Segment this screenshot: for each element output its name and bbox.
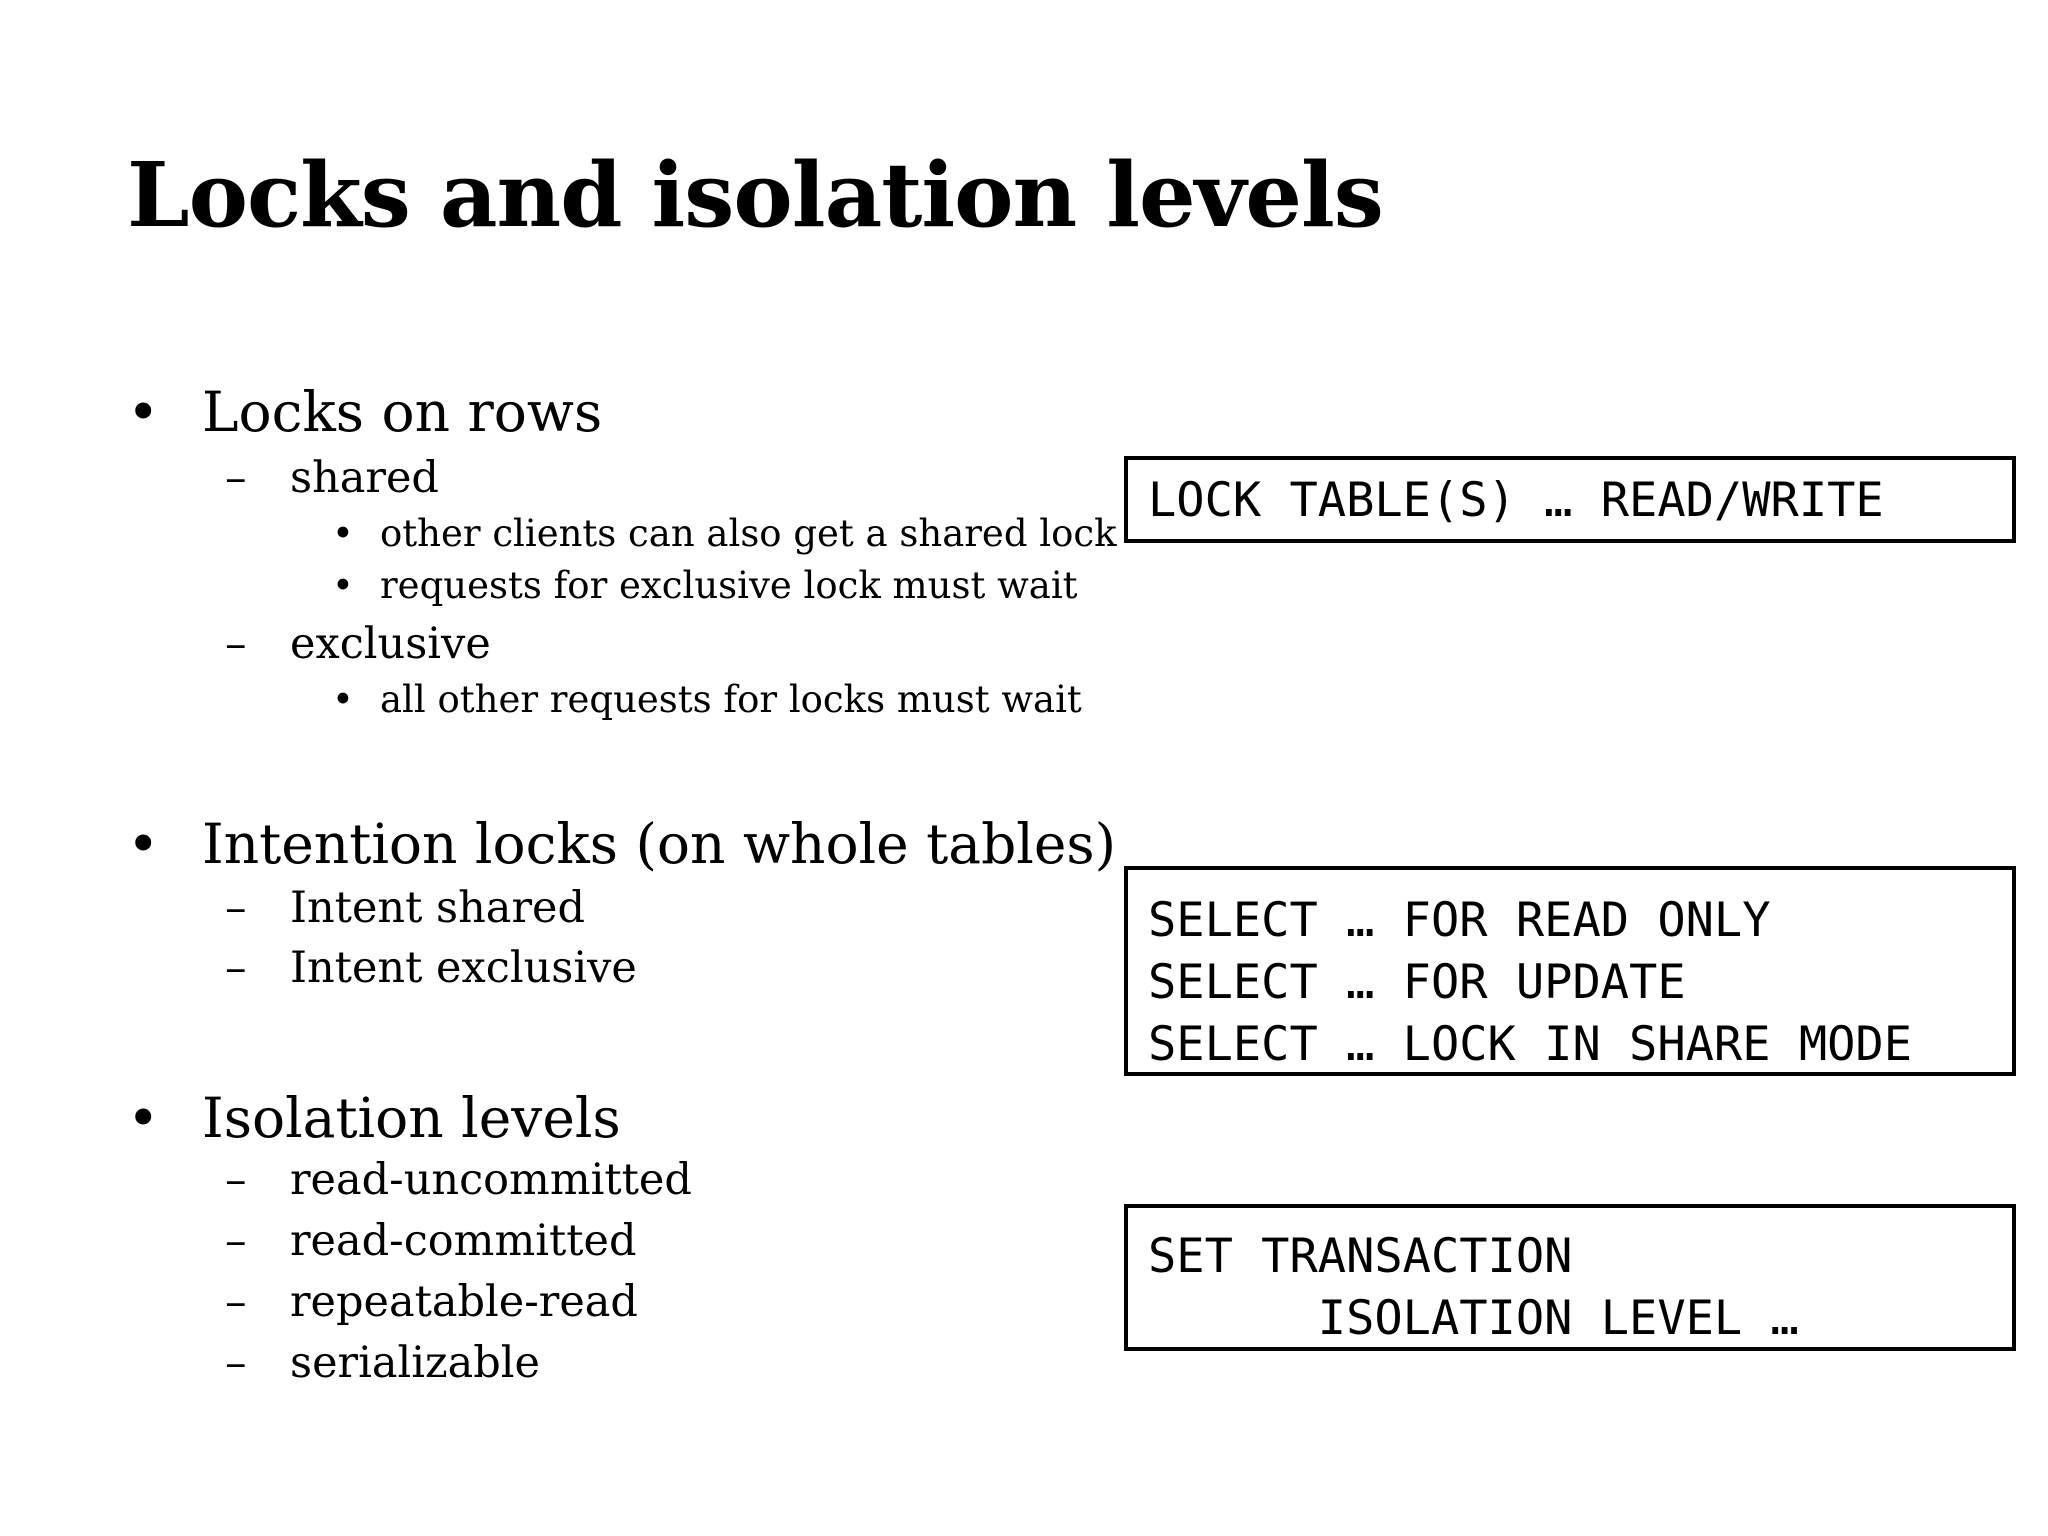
section-heading-label: Locks on rows bbox=[202, 380, 603, 444]
code-line: SET TRANSACTION bbox=[1148, 1229, 1573, 1284]
list-item-label: exclusive bbox=[290, 619, 491, 669]
code-box-set-transaction: SET TRANSACTION ISOLATION LEVEL … bbox=[1124, 1204, 2016, 1351]
code-line: LOCK TABLE(S) … READ/WRITE bbox=[1148, 473, 1884, 528]
sub-list-item: • other clients can also get a shared lo… bbox=[332, 512, 1117, 556]
sub-list-item: • requests for exclusive lock must wait bbox=[332, 564, 1078, 608]
section-heading-locks-on-rows: • Locks on rows bbox=[127, 380, 603, 444]
code-box-select-locking: SELECT … FOR READ ONLY SELECT … FOR UPDA… bbox=[1124, 866, 2016, 1076]
dash-icon: – bbox=[225, 619, 247, 669]
code-line: SELECT … LOCK IN SHARE MODE bbox=[1148, 1017, 1913, 1072]
section-heading-isolation-levels: • Isolation levels bbox=[127, 1086, 621, 1150]
section-heading-label: Isolation levels bbox=[202, 1086, 621, 1150]
list-item-label: repeatable-read bbox=[290, 1277, 638, 1327]
dash-icon: – bbox=[225, 453, 247, 503]
slide-title: Locks and isolation levels bbox=[127, 142, 1384, 247]
list-item-repeatable-read: – repeatable-read bbox=[225, 1276, 638, 1328]
dash-icon: – bbox=[225, 1277, 247, 1327]
code-line: ISOLATION LEVEL … bbox=[1148, 1291, 1799, 1346]
list-item-read-committed: – read-committed bbox=[225, 1215, 637, 1267]
list-item-shared: – shared bbox=[225, 452, 439, 504]
section-heading-intention-locks: • Intention locks (on whole tables) bbox=[127, 812, 1117, 876]
bullet-icon: • bbox=[127, 380, 160, 444]
list-item-label: Intent shared bbox=[290, 883, 585, 933]
bullet-icon: • bbox=[127, 1086, 160, 1150]
list-item-label: read-committed bbox=[290, 1216, 637, 1266]
code-box-lock-table: LOCK TABLE(S) … READ/WRITE bbox=[1124, 456, 2016, 543]
list-item-intent-exclusive: – Intent exclusive bbox=[225, 942, 637, 994]
sub-list-item-label: other clients can also get a shared lock bbox=[380, 512, 1117, 555]
bullet-icon: • bbox=[332, 678, 354, 721]
dash-icon: – bbox=[225, 1155, 247, 1205]
bullet-icon: • bbox=[332, 512, 354, 555]
section-heading-label: Intention locks (on whole tables) bbox=[202, 812, 1117, 876]
bullet-icon: • bbox=[127, 812, 160, 876]
list-item-label: shared bbox=[290, 453, 439, 503]
list-item-label: serializable bbox=[290, 1338, 540, 1388]
dash-icon: – bbox=[225, 1338, 247, 1388]
sub-list-item-label: all other requests for locks must wait bbox=[380, 678, 1082, 721]
list-item-serializable: – serializable bbox=[225, 1337, 540, 1389]
code-line: SELECT … FOR READ ONLY bbox=[1148, 893, 1771, 948]
dash-icon: – bbox=[225, 883, 247, 933]
sub-list-item-label: requests for exclusive lock must wait bbox=[380, 564, 1078, 607]
list-item-intent-shared: – Intent shared bbox=[225, 882, 585, 934]
dash-icon: – bbox=[225, 1216, 247, 1266]
dash-icon: – bbox=[225, 943, 247, 993]
sub-list-item: • all other requests for locks must wait bbox=[332, 678, 1082, 722]
list-item-exclusive: – exclusive bbox=[225, 618, 491, 670]
list-item-label: read-uncommitted bbox=[290, 1155, 692, 1205]
list-item-label: Intent exclusive bbox=[290, 943, 637, 993]
list-item-read-uncommitted: – read-uncommitted bbox=[225, 1154, 692, 1206]
code-line: SELECT … FOR UPDATE bbox=[1148, 955, 1686, 1010]
bullet-icon: • bbox=[332, 564, 354, 607]
